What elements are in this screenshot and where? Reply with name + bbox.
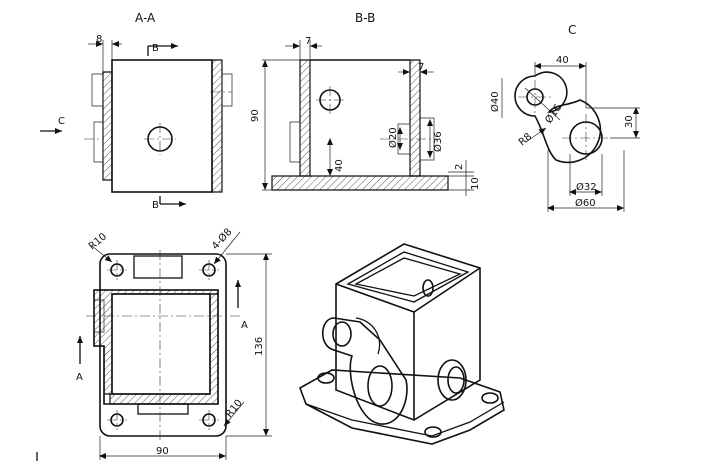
dim-bb-wall-right: 7 — [418, 62, 424, 73]
view-c: C 40 Ø40 Ø16 R8 30 Ø32 — [489, 23, 640, 212]
section-bb-base — [271, 175, 449, 191]
dim-bb-height: 90 — [250, 109, 261, 122]
section-bb-title: B-B — [355, 11, 375, 25]
dim-aa-wall: 8 — [96, 34, 102, 45]
section-aa-body — [111, 59, 213, 193]
dim-c-hole-large: Ø32 — [576, 181, 597, 193]
view-c-title: C — [568, 23, 576, 37]
section-aa-title: A-A — [135, 11, 156, 25]
dim-plan-height: 136 — [254, 337, 265, 356]
dim-c-outer-large: Ø60 — [575, 197, 596, 209]
dim-c-center-distance: 40 — [556, 55, 569, 66]
iso-right-boss — [437, 359, 467, 401]
dim-bb-step: 2 — [454, 164, 465, 170]
plan-view: R10 4-Ø8 R10 136 90 A A — [76, 226, 272, 460]
dim-plan-radius-top: R10 — [87, 231, 109, 252]
isometric-view — [299, 243, 505, 445]
iso-base — [299, 369, 505, 445]
iso-box — [335, 243, 481, 421]
plan-base-plate — [99, 253, 227, 437]
cut-label-a-right: A — [241, 320, 248, 331]
dim-plan-holes: 4-Ø8 — [209, 226, 234, 252]
dim-bb-inner: 40 — [334, 159, 345, 172]
iso-lug — [321, 317, 408, 425]
dim-plan-width: 90 — [156, 446, 169, 457]
section-aa-view: A-A B 8 C B — [40, 11, 233, 211]
section-bb-view: B-B 7 7 90 40 — [250, 11, 481, 196]
dim-c-fillet: R8 — [517, 131, 534, 148]
dim-bb-base: 10 — [470, 177, 481, 190]
view-label-c: C — [58, 116, 65, 127]
cut-label-b-bottom: B — [152, 200, 159, 211]
dim-bb-bore-large: Ø36 — [432, 131, 444, 152]
dim-bb-wall-left: 7 — [305, 36, 311, 47]
view-c-outline — [514, 71, 602, 164]
dim-c-vertical: 30 — [624, 115, 635, 128]
cut-label-a-left: A — [76, 372, 83, 383]
dim-c-outer-small: Ø40 — [489, 91, 501, 112]
dim-plan-radius-bottom: R10 — [224, 398, 245, 420]
plan-inner — [111, 293, 211, 395]
cut-label-b-top: B — [152, 43, 159, 54]
dim-bb-bore-small: Ø20 — [387, 127, 399, 148]
